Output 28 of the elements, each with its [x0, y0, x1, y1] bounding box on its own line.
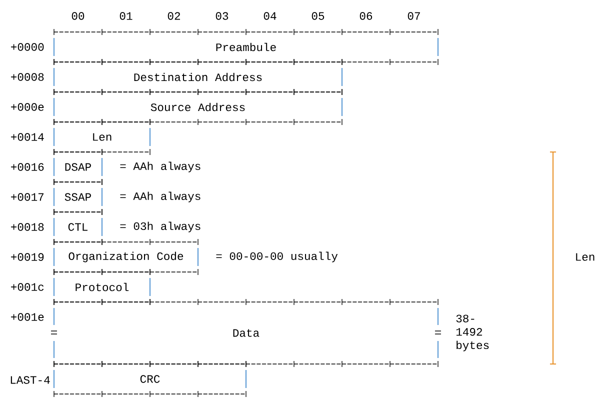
offset-label: +0000: [11, 43, 44, 51]
offset-label: +0008: [11, 73, 44, 81]
field-box: Organization Code: [54, 238, 198, 276]
field-box: Data: [50, 298, 442, 368]
offset-label: +0018: [11, 223, 44, 231]
field-box: Destination Address: [54, 58, 342, 96]
field-box: DSAP: [54, 148, 102, 186]
value-note: = AAh always: [120, 192, 200, 202]
field-box: CTL: [54, 208, 102, 246]
field-box: CRC: [54, 360, 246, 398]
offset-label: +0016: [11, 163, 44, 171]
field-box: Source Address: [54, 88, 342, 126]
offset-label: +001e: [11, 313, 44, 321]
offset-label: +0019: [11, 253, 44, 261]
offset-label: +001c: [11, 283, 44, 291]
field-box: Len: [54, 118, 150, 156]
dimension-label: Len: [576, 253, 594, 261]
value-note: = AAh always: [120, 162, 200, 172]
value-note: = 00-00-00 usually: [216, 252, 338, 262]
field-box: Preambule: [54, 28, 438, 66]
field-box: SSAP: [54, 178, 102, 216]
offset-label: +0014: [11, 133, 44, 141]
value-note: = 03h always: [120, 222, 200, 232]
offset-label: +000e: [11, 103, 44, 111]
offset-label: LAST-4: [10, 376, 50, 384]
field-box: Protocol: [54, 268, 150, 306]
offset-label: +0017: [11, 193, 44, 201]
note: 38- 1492 bytes: [456, 314, 489, 352]
